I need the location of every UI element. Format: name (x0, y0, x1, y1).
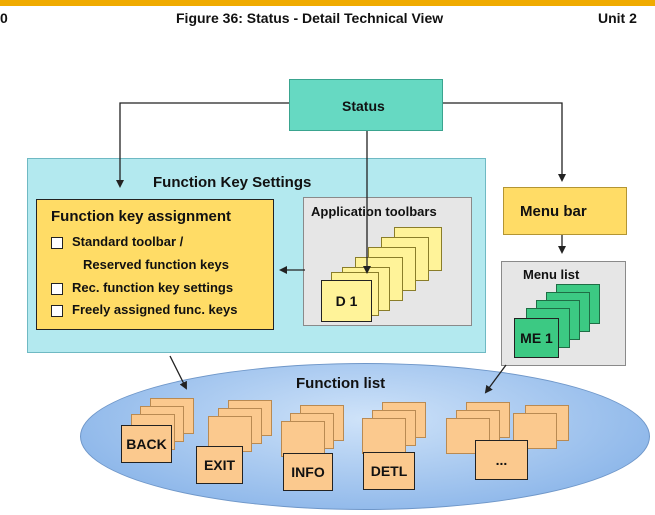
function-key-assignment-box (36, 199, 274, 330)
arrow-status-to-menu-bar (443, 102, 566, 182)
item-rec-function-key-settings: Rec. function key settings (72, 280, 234, 295)
top-accent-bar (0, 0, 655, 6)
application-toolbars-title: Application toolbars (311, 204, 437, 219)
menu-bar-box (503, 187, 627, 235)
status-box (289, 79, 443, 131)
menu-bar-label: Menu bar (520, 203, 587, 220)
arrow-settings-to-function-list (169, 355, 187, 390)
status-label: Status (342, 98, 385, 114)
toolbar-card-d1: D 1 (321, 280, 372, 322)
function-list-title: Function list (296, 375, 386, 392)
menu-list-title: Menu list (523, 267, 580, 282)
function-card-more: ... (475, 440, 528, 480)
unit-label: Unit 2 (598, 10, 637, 26)
arrow-status-to-function-key-settings (116, 102, 289, 188)
menu-card-me1: ME 1 (514, 318, 559, 358)
function-card (281, 421, 325, 457)
function-card-back: BACK (121, 425, 172, 463)
item-freely-assigned-func-keys: Freely assigned func. keys (72, 302, 238, 317)
item-reserved-function-keys: Reserved function keys (83, 257, 229, 272)
function-card-exit: EXIT (196, 446, 243, 484)
checkbox-standard-toolbar (51, 237, 63, 249)
function-key-assignment-title: Function key assignment (51, 208, 232, 225)
figure-title: Figure 36: Status - Detail Technical Vie… (176, 10, 444, 26)
arrow-menu-list-to-function-list (484, 364, 507, 394)
function-key-settings-label: Function Key Settings (153, 174, 312, 191)
item-standard-toolbar: Standard toolbar / (72, 234, 184, 249)
checkbox-freely-assigned-func-keys (51, 305, 63, 317)
function-card-info: INFO (283, 453, 333, 491)
function-card-detl: DETL (363, 452, 415, 490)
checkbox-rec-function-key-settings (51, 283, 63, 295)
page-number: 0 (0, 10, 8, 26)
